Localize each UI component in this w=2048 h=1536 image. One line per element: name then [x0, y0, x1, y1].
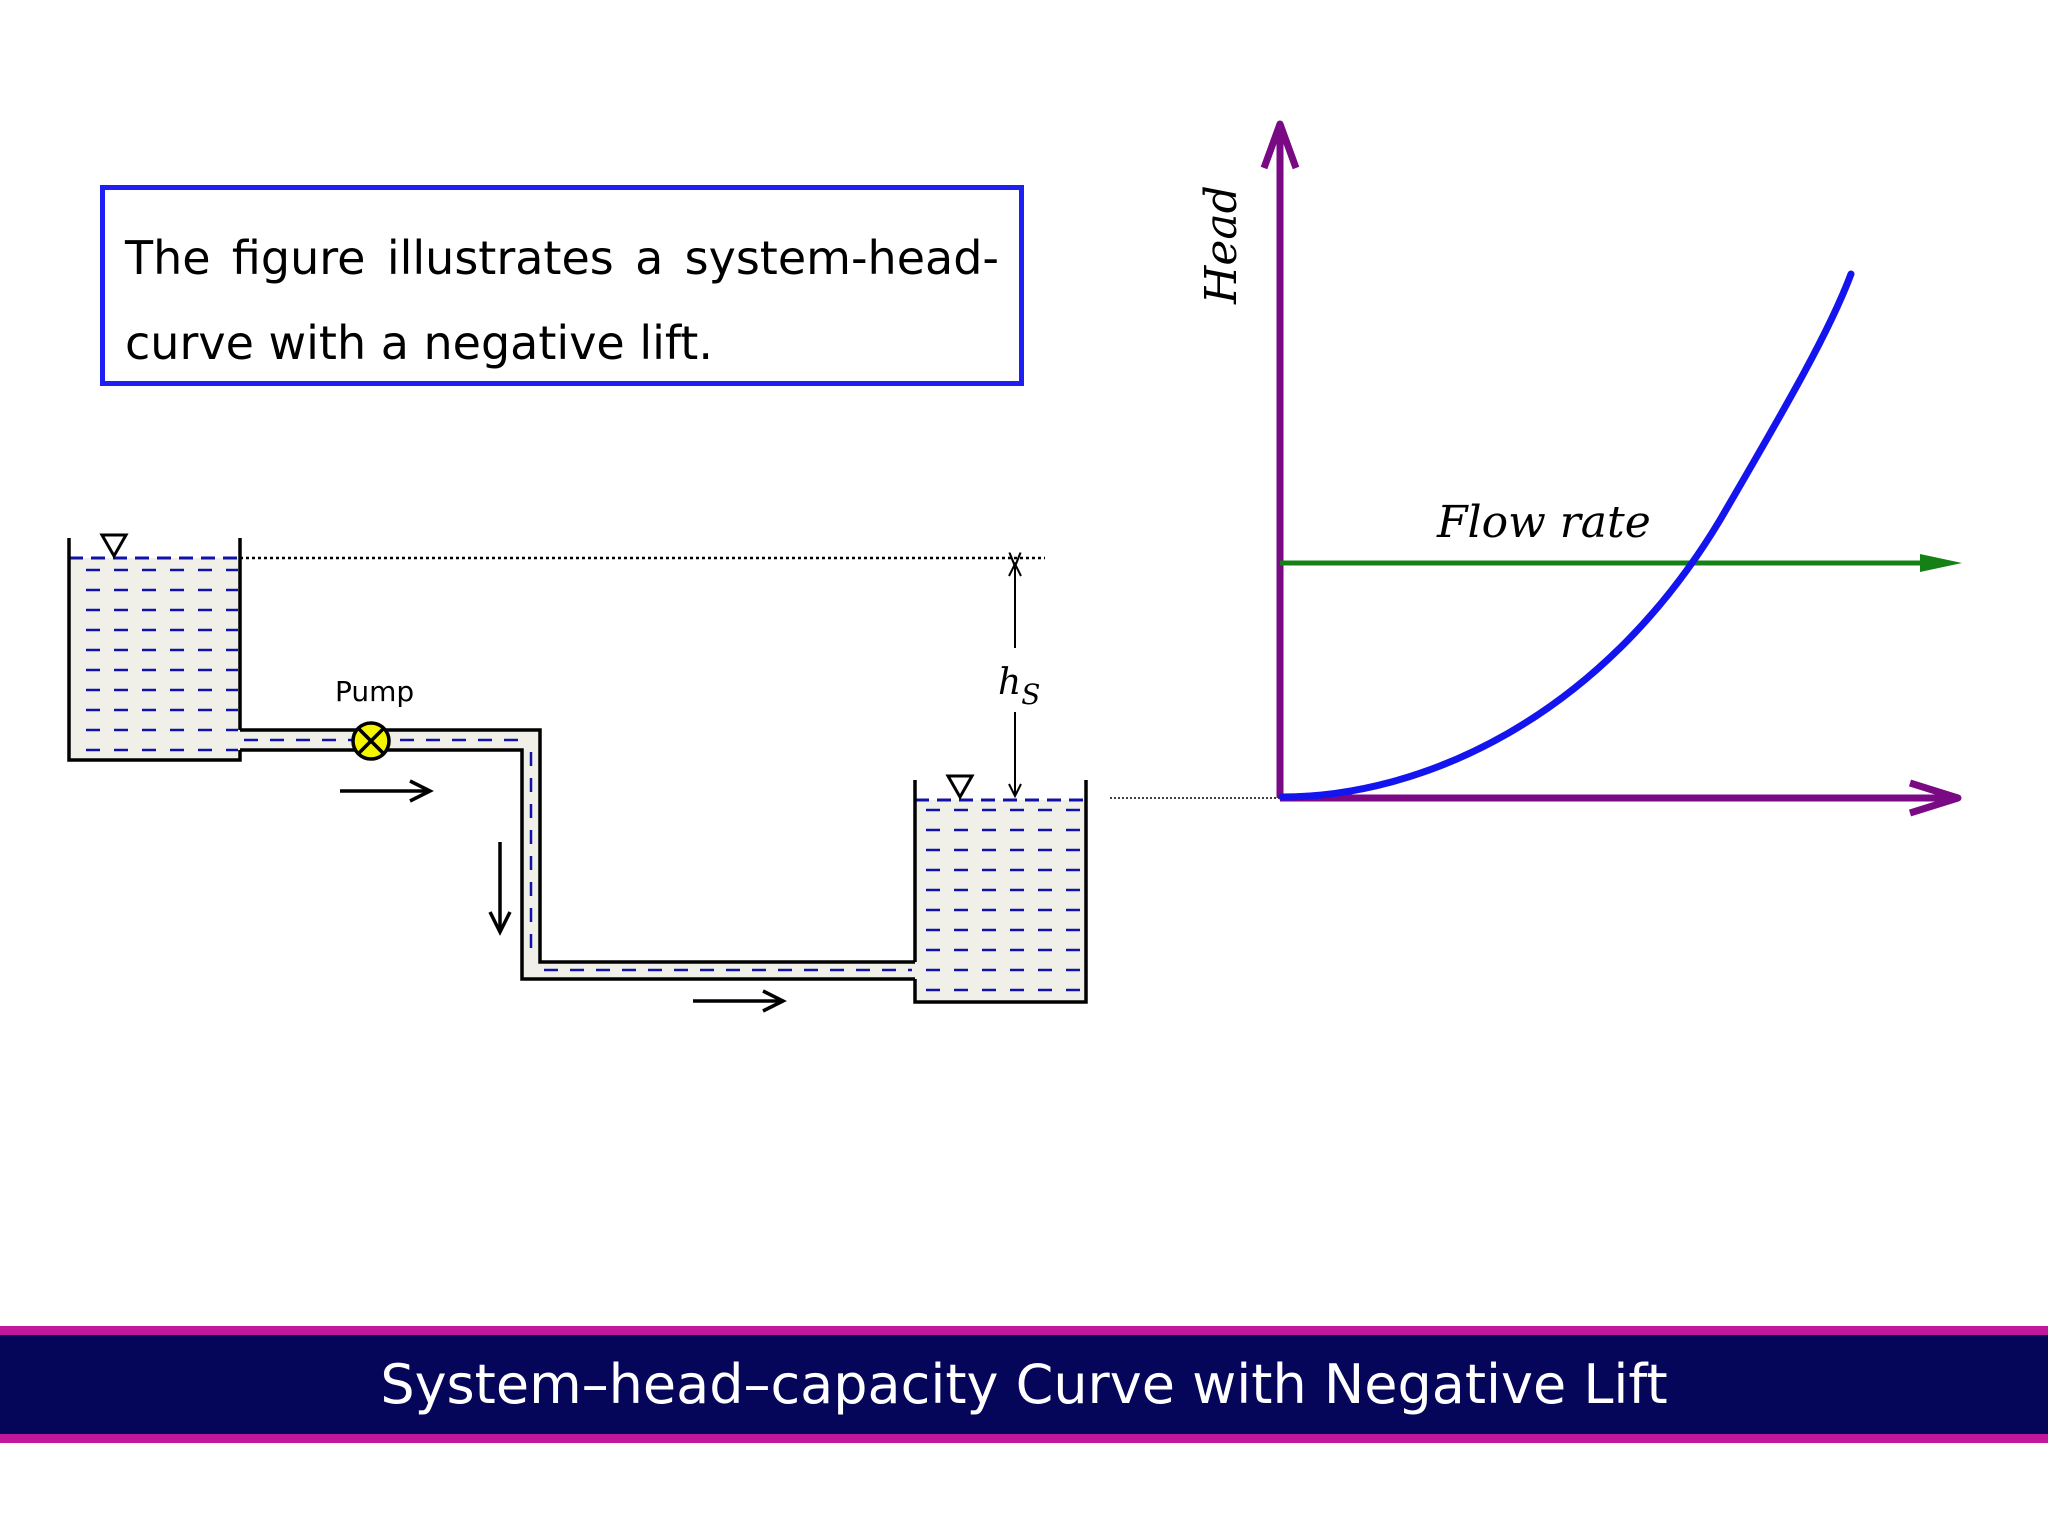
free-surface-triangle-icon [99, 533, 129, 560]
callout-line-1: The figure illustrates a system-head- [125, 231, 999, 285]
free-surface-triangle-icon [945, 774, 975, 801]
upper-reservoir [67, 533, 242, 762]
head-axis-label: Head [1196, 185, 1247, 305]
flow-rate-label: Flow rate [1436, 497, 1651, 548]
pump-icon [351, 721, 391, 761]
lower-reservoir [913, 774, 1088, 1004]
callout-line-2: curve with a negative lift. [125, 316, 713, 370]
static-head-line [1280, 554, 1962, 572]
head-axis [1260, 120, 1300, 798]
pipe [240, 728, 915, 981]
description-callout: The figure illustrates a system-head- cu… [100, 185, 1024, 386]
pump-label: Pump [335, 675, 414, 708]
flow-arrow-icon [488, 842, 512, 936]
flow-arrow-icon [693, 989, 787, 1013]
static-head-dimension [1008, 564, 1022, 799]
flow-axis [1280, 779, 1962, 817]
system-head-curve [1278, 270, 1855, 801]
slide-title-banner: System–head–capacity Curve with Negative… [0, 1326, 2048, 1443]
flow-arrow-icon [340, 779, 434, 803]
static-head-label: hS [998, 662, 1040, 711]
slide-title: System–head–capacity Curve with Negative… [380, 1353, 1668, 1416]
